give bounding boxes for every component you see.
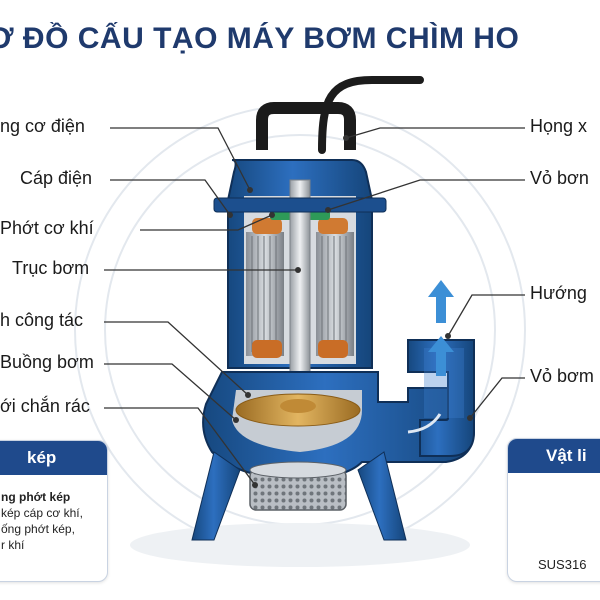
label-cable: Cáp điện [20, 168, 93, 188]
left-info-card: kép ng phớt kép kép cáp cơ khí, ống phớt… [0, 440, 108, 582]
label-impeller: h công tác [0, 310, 84, 330]
pump-leg-left [191, 451, 241, 541]
label-housing: Vỏ bơn [530, 168, 589, 188]
label-shaft: Trục bơm [12, 258, 90, 278]
motor-flange [213, 197, 387, 213]
leader-dots-left [227, 187, 301, 488]
left-card-header: kép [0, 441, 107, 475]
label-flow-direction: Hướng [530, 283, 587, 303]
right-card-item-label: SUS316 [538, 557, 587, 572]
right-card-header: Vật li [508, 439, 600, 473]
left-card-line-1: kép cáp cơ khí, [1, 506, 83, 520]
label-strainer: ới chắn rác [0, 396, 90, 416]
left-card-line-3: r khí [1, 538, 25, 552]
stator-lines [251, 236, 347, 352]
label-pump-body: Vỏ bơm [530, 366, 594, 386]
power-cable [318, 76, 424, 154]
coil-top-right [318, 218, 348, 234]
strainer-top [249, 461, 347, 479]
leader-dots-right [325, 135, 473, 421]
pump-handle [256, 102, 356, 150]
left-card-line-2: ống phớt kép, [1, 522, 75, 536]
label-mechanical-seal: Phớt cơ khí [0, 218, 94, 238]
label-discharge-neck: Họng x [530, 116, 588, 136]
leader-lines-right [327, 127, 525, 419]
coil-bottom-left [252, 340, 282, 358]
right-info-card: Vật li SUS316 [507, 438, 600, 582]
leader-lines-left [104, 127, 298, 486]
pump-shaft [289, 179, 311, 403]
swirl-arrow [407, 413, 442, 434]
label-pump-chamber: Buồng bơm [0, 352, 94, 372]
impeller-hub [280, 399, 316, 413]
pump-leg-right [357, 451, 407, 541]
coil-bottom-right [318, 340, 348, 358]
left-card-bold-line: ng phớt kép [1, 490, 71, 504]
flow-arrows [428, 280, 454, 376]
coil-top-left [252, 218, 282, 234]
label-motor: ng cơ điện [0, 116, 85, 136]
diagram-title: Ơ ĐỒ CẤU TẠO MÁY BƠM CHÌM HO [0, 22, 520, 55]
floor-shadow [130, 523, 470, 567]
